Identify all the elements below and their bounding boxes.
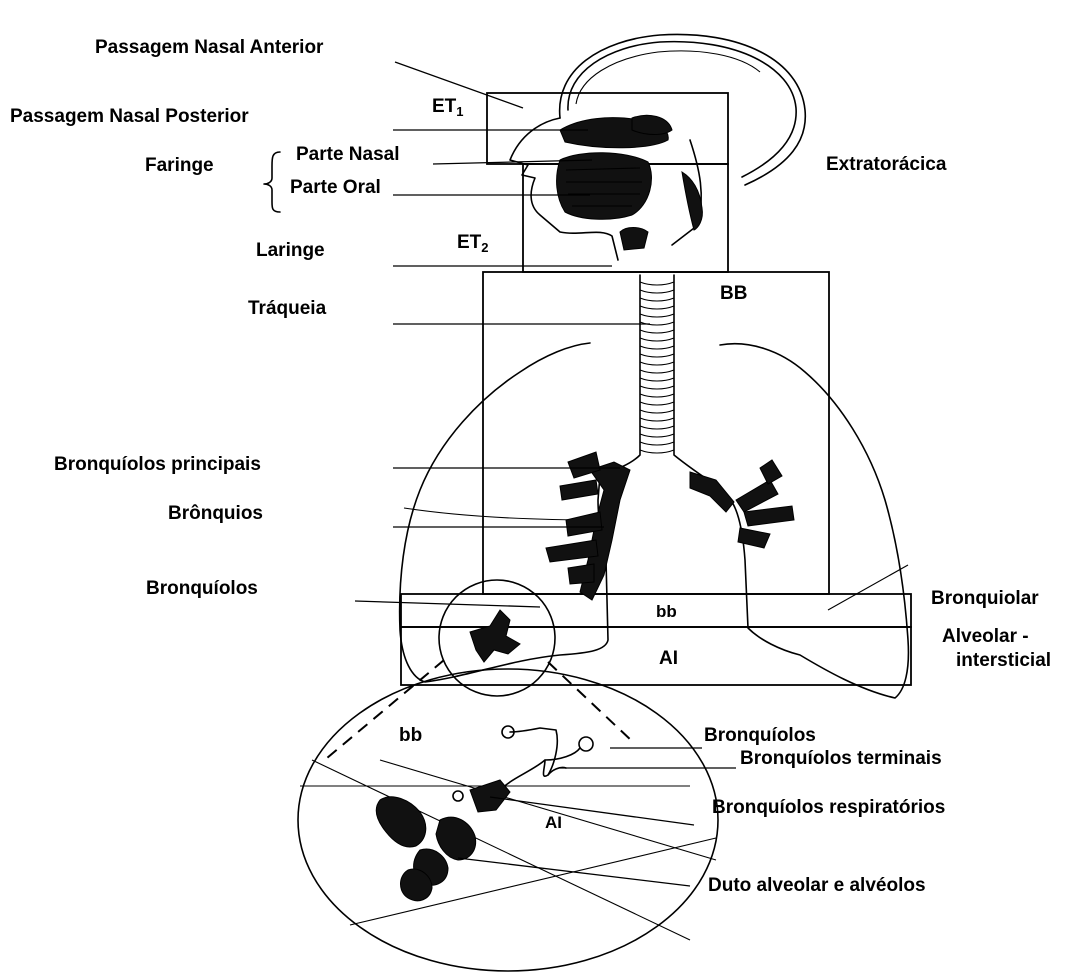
region-et1-label: ET1 bbox=[432, 96, 464, 119]
region-et2-label: ET2 bbox=[457, 232, 489, 255]
label-oral-part: Parte Oral bbox=[290, 177, 381, 198]
bb-region-box bbox=[483, 272, 829, 594]
inset-label-alveolar-duct: Duto alveolar e alvéolos bbox=[708, 875, 926, 896]
inset-label-respiratory: Bronquíolos respiratórios bbox=[712, 797, 945, 818]
label-nasal-part: Parte Nasal bbox=[296, 144, 400, 165]
label-principal-bronchioles: Bronquíolos principais bbox=[54, 454, 261, 475]
label-interstitial: intersticial bbox=[956, 650, 1051, 671]
label-alveolar: Alveolar - bbox=[942, 626, 1029, 647]
label-bronchi: Brônquios bbox=[168, 503, 263, 524]
inset-bb-label: bb bbox=[399, 725, 422, 746]
inset-ai-label: AI bbox=[545, 813, 562, 832]
pharynx-brace bbox=[264, 152, 280, 212]
inset-label-bronchioles: Bronquíolos bbox=[704, 725, 816, 746]
label-bronchioles: Bronquíolos bbox=[146, 578, 258, 599]
head-drawing bbox=[510, 34, 805, 260]
zoom-line-left bbox=[327, 660, 444, 758]
label-posterior-nasal: Passagem Nasal Posterior bbox=[10, 106, 249, 127]
label-anterior-nasal: Passagem Nasal Anterior bbox=[95, 37, 324, 58]
region-bb-label: bb bbox=[656, 602, 677, 621]
region-ai-label: AI bbox=[659, 648, 678, 669]
small-circle-bronchiole bbox=[470, 610, 520, 662]
label-pharynx: Faringe bbox=[145, 155, 214, 176]
trachea-drawing bbox=[600, 275, 720, 488]
label-trachea: Tráqueia bbox=[248, 298, 327, 319]
label-larynx: Laringe bbox=[256, 240, 325, 261]
region-bb-upper-label: BB bbox=[720, 283, 747, 304]
label-extrathoracic: Extratorácica bbox=[826, 154, 947, 175]
label-bronchiolar: Bronquiolar bbox=[931, 588, 1039, 609]
inset-label-terminal: Bronquíolos terminais bbox=[740, 748, 942, 769]
bronchial-tree bbox=[546, 452, 794, 600]
